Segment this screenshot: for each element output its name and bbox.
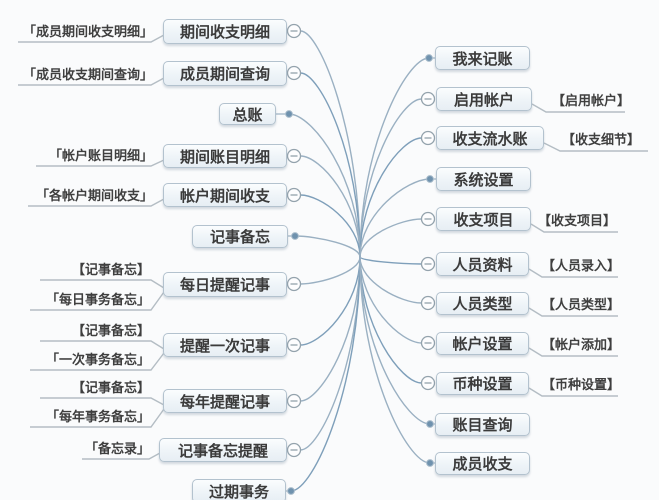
child-connector-line	[30, 352, 165, 371]
node-once-reminder-note[interactable]: 提醒一次记事	[163, 333, 287, 357]
child-label-period-income-expense-detail-0[interactable]: 「成员期间收支明细」	[22, 24, 153, 39]
child-label-period-account-detail-0[interactable]: 「帐户账目明细」	[48, 148, 153, 163]
child-label-once-reminder-note-0[interactable]: 【记事备忘】	[71, 323, 150, 338]
child-label-daily-reminder-note-1[interactable]: 「每日事务备忘」	[45, 292, 150, 307]
child-label-currency-settings-0[interactable]: 【币种设置】	[542, 377, 621, 392]
child-label-yearly-reminder-note-1[interactable]: 「每年事务备忘」	[45, 409, 150, 424]
child-connector-line	[18, 34, 165, 43]
node-yearly-reminder-note[interactable]: 每年提醒记事	[163, 389, 287, 413]
child-connector-line	[528, 307, 618, 317]
branch-curve	[288, 113, 361, 258]
branch-curve	[299, 256, 361, 285]
child-connector-line	[543, 142, 648, 152]
child-connector-line	[30, 291, 165, 311]
child-label-memo-reminder-0[interactable]: 「备忘录」	[84, 441, 150, 456]
leaf-dot	[426, 175, 434, 183]
node-personnel-info[interactable]: 人员资料	[436, 252, 529, 276]
child-connector-line	[30, 408, 165, 428]
leaf-dot	[287, 487, 295, 495]
branch-curve	[359, 256, 431, 464]
branch-curve	[359, 256, 423, 265]
node-income-expense-items[interactable]: 收支项目	[436, 207, 531, 231]
node-currency-settings[interactable]: 币种设置	[436, 372, 529, 395]
branch-curve	[299, 256, 361, 402]
node-start-bookkeeping[interactable]: 我来记账	[435, 46, 530, 70]
child-label-yearly-reminder-note-0[interactable]: 【记事备忘】	[71, 380, 150, 395]
child-label-once-reminder-note-1[interactable]: 「一次事务备忘」	[45, 352, 150, 367]
branch-curve	[294, 235, 361, 258]
branch-curve	[299, 30, 361, 258]
child-connector-line	[530, 223, 618, 233]
child-label-personnel-info-0[interactable]: 【人员录入】	[542, 258, 621, 273]
branch-curve	[299, 155, 361, 258]
node-daily-reminder-note[interactable]: 每日提醒记事	[163, 272, 287, 297]
node-personnel-type[interactable]: 人员类型	[436, 292, 529, 315]
leaf-dot	[426, 420, 434, 428]
node-member-income-expense[interactable]: 成员收支	[435, 452, 530, 475]
leaf-dot	[425, 54, 433, 62]
node-notes-memo[interactable]: 记事备忘	[192, 225, 288, 248]
branch-curve	[359, 218, 423, 258]
child-connector-line	[40, 279, 165, 289]
node-account-query[interactable]: 账目查询	[435, 413, 530, 436]
branch-curve	[299, 256, 361, 346]
branch-curve	[359, 256, 423, 384]
leaf-dot	[291, 232, 299, 240]
child-connector-line	[531, 103, 625, 113]
branch-curve	[359, 256, 423, 344]
node-account-period-income-expense[interactable]: 帐户期间收支	[163, 183, 287, 207]
leaf-dot	[285, 110, 293, 118]
branch-curve	[359, 137, 423, 258]
child-connector-line	[18, 77, 165, 86]
leaf-dot	[426, 459, 434, 467]
node-member-period-query[interactable]: 成员期间查询	[163, 61, 287, 86]
branch-curve	[299, 194, 361, 258]
node-enable-account[interactable]: 启用帐户	[436, 87, 532, 111]
child-connector-line	[528, 387, 618, 397]
node-period-income-expense-detail[interactable]: 期间收支明细	[163, 19, 287, 44]
child-label-income-expense-journal-0[interactable]: 【收支细节】	[562, 132, 641, 147]
node-account-settings[interactable]: 帐户设置	[436, 332, 529, 355]
child-label-account-settings-0[interactable]: 【帐户添加】	[542, 337, 621, 352]
node-memo-reminder[interactable]: 记事备忘提醒	[159, 438, 287, 462]
node-income-expense-journal[interactable]: 收支流水账	[436, 126, 544, 150]
child-label-income-expense-items-0[interactable]: 【收支项目】	[538, 213, 617, 228]
child-label-member-period-query-0[interactable]: 「成员收支期间查询」	[22, 67, 153, 82]
child-connector-line	[40, 340, 165, 350]
child-connector-line	[36, 159, 165, 167]
branch-curve	[359, 256, 431, 425]
branch-curve	[359, 178, 431, 258]
child-label-personnel-type-0[interactable]: 【人员类型】	[542, 297, 621, 312]
node-expired-tasks[interactable]: 过期事务	[192, 479, 286, 500]
child-label-account-period-income-expense-0[interactable]: 「各帐户期间收支」	[35, 188, 153, 203]
child-connector-line	[82, 452, 161, 460]
child-label-daily-reminder-note-0[interactable]: 【记事备忘】	[71, 262, 150, 277]
branch-curve	[299, 72, 361, 258]
branch-curve	[359, 256, 423, 304]
branch-curve	[290, 256, 361, 492]
node-system-settings[interactable]: 系统设置	[436, 167, 531, 191]
child-connector-line	[528, 347, 618, 357]
child-label-enable-account-0[interactable]: 【启用帐户】	[552, 93, 631, 108]
child-connector-line	[528, 268, 618, 278]
child-connector-line	[28, 198, 165, 207]
node-general-ledger[interactable]: 总账	[219, 103, 276, 125]
branch-curve	[359, 98, 423, 258]
child-connector-line	[40, 397, 165, 406]
node-period-account-detail[interactable]: 期间账目明细	[163, 144, 287, 168]
